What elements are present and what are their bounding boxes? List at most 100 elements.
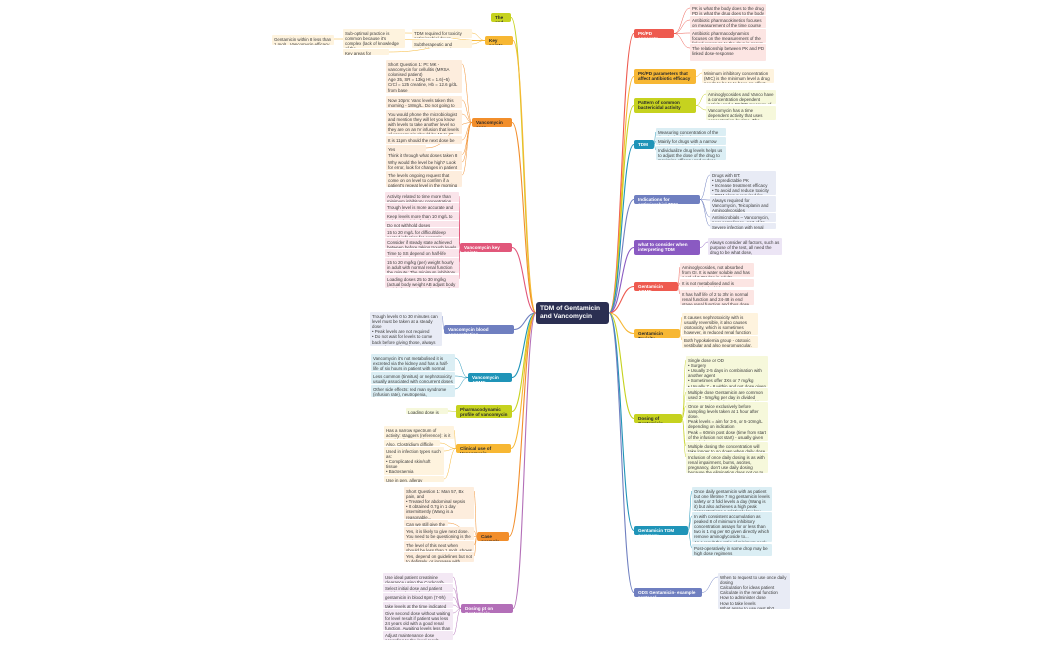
note-case-example[interactable]: Yes, depend on guidelines but not to def… <box>404 552 474 562</box>
topic-bactericidal[interactable]: Pattern of common bactericidal activity <box>634 98 696 113</box>
topic-ods-protocol[interactable]: ODS Gentamicin- example protocol <box>634 588 702 597</box>
note-pkpd-concepts[interactable]: Antibiotic pharmacodynamics focuses on t… <box>690 29 766 43</box>
topic-gent-adme[interactable]: Gentamicin ADME <box>634 282 678 291</box>
note-vanco-key[interactable]: Loading doses 25 to 30 mg/kg (actual bod… <box>385 275 459 288</box>
note-vanco-clin[interactable]: Has a narrow spectrum of activity: stagg… <box>384 426 454 439</box>
note-vanco-key[interactable]: Activity related to time more than minim… <box>385 192 459 202</box>
note-vanco-key[interactable]: 15 to 20 mg/kg (per) weight hourly in ad… <box>385 258 459 273</box>
note-vanco-adme[interactable]: Less common (tinnitus) or nephrotoxicity… <box>371 372 455 384</box>
note-dosing-gentamicin[interactable]: Inclusion of once daily dosing is as wit… <box>686 453 768 473</box>
note-tdm-summary[interactable]: In with consistent accumulation as peake… <box>692 512 772 542</box>
topic-interpret[interactable]: what to consider when interpreting TDM <box>634 240 700 255</box>
note-vanco-case[interactable]: Yes <box>386 145 426 151</box>
note-vanco-case[interactable]: Now 10pm: Vanc levels taken this morning… <box>386 96 462 108</box>
note-case-example[interactable]: Can we still give the 7pm dose? <box>404 520 448 526</box>
note-vanco-key[interactable]: Trough level is more accurate and practi… <box>385 203 459 211</box>
note-gent-adme[interactable]: It has half life of 2 to 3hr in normal r… <box>680 290 754 305</box>
topic-indications[interactable]: Indications for antimicrobial TDM <box>634 195 700 204</box>
note-key-points[interactable]: TDM required for toxicity antimicrobial … <box>412 29 472 38</box>
note-bactericidal[interactable]: Vancomycin has a time dependent activity… <box>706 106 776 120</box>
note-vanco-adme[interactable]: Other side effects: red man syndrome (in… <box>371 385 455 397</box>
note-tdm[interactable]: Mainly for drugs with a narrow therapeut… <box>656 137 726 145</box>
note-ods-protocol[interactable]: When to request to use once daily dosing… <box>718 573 790 609</box>
note-vanco-clin[interactable]: Used in infection types such as: • Compl… <box>384 447 444 475</box>
topic-key-points[interactable]: Key points <box>485 36 513 45</box>
note-dosing-gent[interactable]: Adjust maintenance dose according to the… <box>383 631 453 640</box>
note-vanco-pd[interactable]: Loading dose is given first <box>406 408 448 414</box>
note-tdm[interactable]: Individualize drug levels helps us to ad… <box>656 146 726 160</box>
topic-case-example[interactable]: Case example <box>477 532 509 541</box>
topic-vanco-case[interactable]: Vancomycin case <box>472 118 512 127</box>
note-pkpd-params[interactable]: Minimum inhibitory concentration (MIC) i… <box>702 69 774 83</box>
topic-vanco-conc[interactable]: Vancomycin blood concentration <box>444 325 514 334</box>
note-vanco-key[interactable]: 15 to 20 mg/L for difficult/deep seated … <box>385 228 459 237</box>
note-case-example[interactable]: Yes, it is likely to give next dose. You… <box>404 527 474 540</box>
note-vanco-case[interactable]: You would phone the microbiologist and m… <box>386 110 462 134</box>
note-tdm-summary[interactable]: Once daily gentamicin with as patient bu… <box>692 487 772 511</box>
note-key-points[interactable]: Sub-optimal practice is common because i… <box>343 29 405 48</box>
note-connector-dosing-gentamicin-1 <box>681 391 687 419</box>
note-bactericidal[interactable]: Aminoglycosides and Vanco have a concent… <box>706 90 776 104</box>
topic-vanco-adme[interactable]: Vancomycin ADME <box>468 373 512 382</box>
note-vanco-case[interactable]: Short Question 1: Pt: MK - vancomycin fo… <box>386 60 462 93</box>
note-vanco-case[interactable]: Why would the level be high? Look for er… <box>386 158 462 170</box>
note-dosing-gent[interactable]: take levels at the time indicated <box>383 602 453 608</box>
topic-dosing-gent[interactable]: Dosing pt on Gentamicin <box>461 604 513 613</box>
note-connector-ods-protocol-0 <box>701 576 719 593</box>
note-key-points[interactable]: Key areas for pharmacists <box>343 49 389 55</box>
topic-pkpd-concepts[interactable]: PK/PD concepts <box>634 29 674 38</box>
note-vanco-key[interactable]: Time to SS depend on half-life (renal fu… <box>385 249 459 257</box>
topic-gent-tox[interactable]: Gentamicin Toxicity <box>634 329 680 338</box>
note-indications[interactable]: Always required for Vancomycin, Teicopla… <box>710 196 776 212</box>
note-gent-tox[interactable]: It causes nephrotoxicity with is usually… <box>682 313 758 335</box>
note-interpret[interactable]: Always consider all factors, such as pur… <box>708 238 782 255</box>
branch-connector-gent-adme <box>608 285 635 314</box>
note-dosing-gent[interactable]: gentamicin in blood 6pm (7-9h) use OD <box>383 593 453 601</box>
note-pkpd-concepts[interactable]: The relationship between PK and PD linke… <box>690 44 766 61</box>
topic-the-end[interactable]: The end <box>491 13 511 22</box>
note-vanco-case[interactable]: Think it through what doses taken 8 hour… <box>386 151 462 158</box>
note-key-points[interactable]: Gentamicin within 8 less than 1 mg/L, Va… <box>272 35 334 45</box>
note-dosing-gentamicin[interactable]: Single dose or OD • Surgery • Usually 2-… <box>686 356 768 387</box>
note-dosing-gentamicin[interactable]: Once or twice exclusively before samplin… <box>686 402 768 441</box>
topic-tdm[interactable]: TDM <box>634 140 654 149</box>
note-pkpd-concepts[interactable]: Antibiotic pharmacokinetics focuses on m… <box>690 16 766 28</box>
note-vanco-case[interactable]: The levels ongoing request that come on … <box>386 171 462 187</box>
topic-vanco-key[interactable]: Vancomycin key points <box>460 243 512 252</box>
note-connector-indications-0 <box>699 174 711 200</box>
branch-connector-dosing-gent <box>512 312 537 610</box>
note-connector-dosing-gentamicin-2 <box>681 405 687 419</box>
note-dosing-gentamicin[interactable]: Multiple dosing the concentration will t… <box>686 442 768 452</box>
topic-tdm-summary[interactable]: Gentamicin TDM summary <box>634 526 688 535</box>
note-case-example[interactable]: Short Question 1: Man 57, Bx pain, and •… <box>404 487 474 519</box>
note-gent-adme[interactable]: It is not metabolised and is excreted vi… <box>680 279 754 287</box>
note-indications[interactable]: Severe infection with renal impairment e… <box>710 223 776 229</box>
note-indications[interactable]: Drugs with BT: • Unpredictable PK • Incr… <box>710 171 776 195</box>
note-dosing-gentamicin[interactable]: Multiple dose Gentamicin are common used… <box>686 388 768 401</box>
note-vanco-key[interactable]: Keep levels more than 10 mg/L to reduce … <box>385 212 459 220</box>
topic-vanco-pd[interactable]: Pharmacodynamic profile of vancomycin in… <box>456 405 512 418</box>
note-dosing-gent[interactable]: Give second dose without waiting for lev… <box>383 609 453 630</box>
note-vanco-key[interactable]: Consider if steady state achieved betwee… <box>385 238 459 248</box>
note-dosing-gent[interactable]: Select initial dose and patient weight a… <box>383 584 453 592</box>
note-vanco-clin[interactable]: Use in pen. allergy infections <box>384 476 444 482</box>
note-connector-vanco-adme-0 <box>454 357 469 378</box>
note-gent-adme[interactable]: Aminoglycosides, not absorbed from GI. I… <box>680 263 754 277</box>
note-indications[interactable]: Antimicrobials – Vancomycin, poor compli… <box>710 213 776 222</box>
note-gent-tox[interactable]: Both hypokalemia group - ototoxic vestib… <box>682 336 758 348</box>
topic-pkpd-params[interactable]: PK/PD parameters that affect antibiotic … <box>634 69 696 84</box>
note-vanco-clin[interactable]: Also, Clostridium difficile <box>384 440 440 446</box>
note-tdm-summary[interactable]: Post-operatively in some drop may be hig… <box>692 544 772 556</box>
note-vanco-case[interactable]: It is 11pm should the next dose be given… <box>386 136 462 144</box>
note-vanco-conc[interactable]: Trough levels 0 to 30 minutes can level … <box>370 312 442 346</box>
note-vanco-key[interactable]: Do not withhold doses unnecessarily <box>385 221 459 227</box>
note-dosing-gent[interactable]: Use ideal patient creatinine clearance u… <box>383 573 453 583</box>
note-pkpd-concepts[interactable]: PK is what the body does to the drug PD … <box>690 4 766 15</box>
note-key-points[interactable]: Subtherapeutic and optimizing Dose relat… <box>412 40 472 48</box>
topic-dosing-gentamicin[interactable]: Dosing of Gentamicin <box>634 414 682 423</box>
root-topic[interactable]: TDM of Gentamicin and Vancomycin <box>536 302 609 324</box>
note-case-example[interactable]: The level of this next when should be le… <box>404 541 474 551</box>
topic-vanco-clin[interactable]: Clinical use of Vancomycin <box>456 444 511 453</box>
note-tdm[interactable]: Measuring concentration of the drug in t… <box>656 128 726 136</box>
note-vanco-adme[interactable]: Vancomycin it's not metabolised it is ex… <box>371 354 455 371</box>
